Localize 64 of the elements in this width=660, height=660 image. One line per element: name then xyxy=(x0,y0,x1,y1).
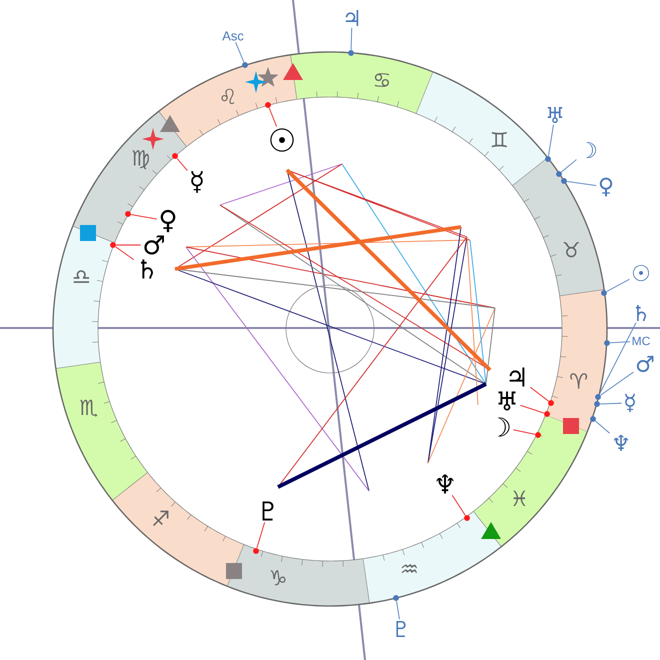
leader-line xyxy=(512,429,536,435)
point-label: Asc xyxy=(222,31,244,41)
planet-symbol: ☿ xyxy=(191,171,203,193)
aspect-line xyxy=(466,236,478,406)
leader-line xyxy=(606,278,630,292)
aspect-line xyxy=(277,382,487,489)
aspect-line xyxy=(220,164,342,206)
leader-line xyxy=(350,27,352,50)
planet-symbol: ♇ xyxy=(262,502,274,520)
planet-symbol: ☉ xyxy=(632,264,650,282)
leader-line xyxy=(176,158,188,171)
leader-line xyxy=(598,322,636,395)
leader-line xyxy=(235,42,244,63)
planet-symbol: ♆ xyxy=(436,474,454,494)
aspect-line xyxy=(428,226,462,464)
leader-line xyxy=(530,386,549,402)
planet-symbol: ♃ xyxy=(510,368,524,386)
aspect-line xyxy=(470,240,486,384)
planet-symbol: ♀ xyxy=(160,210,176,232)
planet-symbol: ♃ xyxy=(346,10,358,26)
aspect-line xyxy=(286,168,492,372)
aspect-line xyxy=(186,246,370,492)
leader-line xyxy=(115,246,134,260)
planet-symbol: ♄ xyxy=(636,304,646,322)
aspect-line xyxy=(428,308,496,464)
planet-symbol: ☽ xyxy=(586,142,596,158)
zodiac-sign-segment: ♈ xyxy=(545,289,608,432)
aspect-line xyxy=(342,164,486,384)
planet-symbol: ♇ xyxy=(396,620,406,638)
leader-line xyxy=(548,124,554,156)
leader-line xyxy=(396,600,400,620)
leader-line xyxy=(594,420,610,434)
zodiac-sign-segment: ♐ xyxy=(112,472,244,587)
zodiac-sign-segment: ♋ xyxy=(290,51,434,114)
zodiac-sign-segment: ♊ xyxy=(416,71,548,186)
zodiac-sign-segment: ♏ xyxy=(55,362,148,501)
aspect-line xyxy=(186,240,470,248)
aspect-line xyxy=(428,236,468,464)
planet-symbol: ♂ xyxy=(636,356,654,372)
aspect-line xyxy=(186,246,496,308)
zodiac-sign-segment: ♎ xyxy=(52,226,115,369)
leader-line xyxy=(600,402,622,404)
aspect-line xyxy=(278,236,468,488)
leader-line xyxy=(256,522,266,548)
planet-symbol: ☿ xyxy=(625,394,635,412)
leader-line xyxy=(130,214,158,220)
leader-line xyxy=(116,244,142,246)
planet-symbol: ♅ xyxy=(498,392,516,410)
zodiac-sign-segment: ♑ xyxy=(226,544,370,607)
aspect-line xyxy=(174,225,462,271)
leader-line xyxy=(566,180,597,186)
leader-line xyxy=(610,341,630,344)
leader-line xyxy=(520,404,545,414)
planet-symbol: ♆ xyxy=(614,434,628,452)
planet-symbol: ♅ xyxy=(548,106,562,124)
planet-symbol: ☽ xyxy=(498,418,510,436)
zodiac-sign-segment: ♒ xyxy=(362,511,502,604)
planet-symbol: ♄ xyxy=(141,260,153,278)
leader-line xyxy=(268,107,278,128)
leader-line xyxy=(560,159,577,172)
point-label: MC xyxy=(632,336,650,346)
aspect-line xyxy=(486,308,496,384)
leader-line xyxy=(452,494,466,516)
leader-line xyxy=(600,372,634,396)
